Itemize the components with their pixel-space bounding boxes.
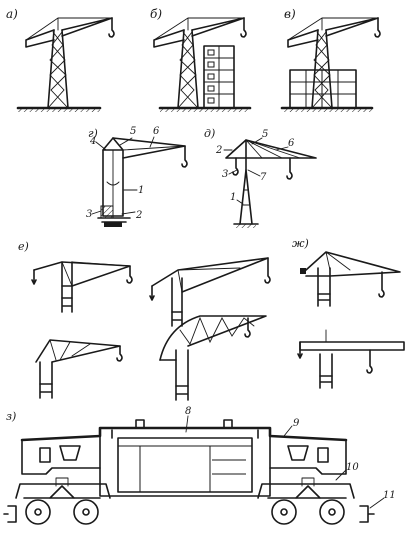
callout-5: 5 <box>262 129 268 140</box>
callout-5: 5 <box>130 126 136 137</box>
hook-icon <box>244 317 251 338</box>
wheel <box>73 499 99 525</box>
panel-label-e: е) <box>18 240 29 253</box>
building-block <box>203 45 235 109</box>
panel-label-d: д) <box>204 127 215 140</box>
wheel <box>271 499 297 525</box>
counterweight <box>100 205 114 219</box>
flat-boom-1 <box>300 251 401 307</box>
callout-3: 3 <box>222 169 228 180</box>
hook-icon <box>126 265 133 284</box>
engine-housing <box>117 437 253 493</box>
panel-zh-boom-variants: ж) <box>292 237 405 389</box>
callout-10: 10 <box>346 462 359 473</box>
ground-hatch <box>282 108 372 112</box>
panel-e-boom-variants: е) <box>18 240 271 401</box>
base-slab <box>236 224 256 228</box>
hook-icon <box>108 17 115 38</box>
hook-icon <box>240 17 247 38</box>
callout-4: 4 <box>89 136 96 147</box>
hook-icon <box>264 257 271 284</box>
callout-6: 6 <box>288 138 295 149</box>
hook-icon <box>286 157 293 180</box>
wheel <box>25 499 51 525</box>
panel-label-z: з) <box>6 410 16 423</box>
callout-1: 1 <box>230 192 236 203</box>
wheel <box>319 499 345 525</box>
building-block <box>289 69 357 109</box>
hook-icon <box>232 157 239 176</box>
panel-v-tower-crane: в) <box>280 7 381 112</box>
boom-variant-3 <box>35 339 123 399</box>
callout-9: 9 <box>293 418 300 429</box>
hook-icon <box>366 349 373 374</box>
boom-variant-4 <box>159 315 267 401</box>
panel-label-a: а) <box>6 7 18 21</box>
panel-b-tower-crane: б) <box>150 7 252 112</box>
boom-variant-1 <box>31 261 133 313</box>
hook-icon <box>116 345 123 362</box>
panel-label-b: б) <box>150 7 162 21</box>
panel-label-zh: ж) <box>292 237 309 250</box>
ground-hatch <box>160 108 250 112</box>
car-body <box>20 419 348 497</box>
panel-a-tower-crane: а) <box>6 7 115 112</box>
callout-2: 2 <box>215 145 222 156</box>
hook-icon <box>374 17 381 38</box>
callout-2: 2 <box>135 210 142 221</box>
bogie-left <box>3 477 111 525</box>
hook-icon <box>181 145 188 168</box>
panel-label-g: г) <box>88 127 98 140</box>
panel-d-crane-diagram: д) 2 5 6 3 7 1 <box>204 127 317 228</box>
callout-11: 11 <box>383 490 396 501</box>
callout-7: 7 <box>260 172 267 183</box>
bogie-right <box>257 477 375 525</box>
callout-6: 6 <box>153 126 160 137</box>
flat-boom-2 <box>297 329 405 389</box>
panel-g-crane-diagram: г) 4 5 6 1 3 2 <box>86 126 188 227</box>
boom-variant-2 <box>149 257 271 327</box>
ground-hatch <box>18 108 100 112</box>
panel-label-v: в) <box>284 7 296 21</box>
callout-3: 3 <box>86 209 92 220</box>
base-slab <box>104 222 122 227</box>
panel-z-rail-crane: з) <box>3 406 396 525</box>
callout-1: 1 <box>138 185 144 196</box>
callout-8: 8 <box>185 406 191 417</box>
hook-icon <box>378 271 385 298</box>
